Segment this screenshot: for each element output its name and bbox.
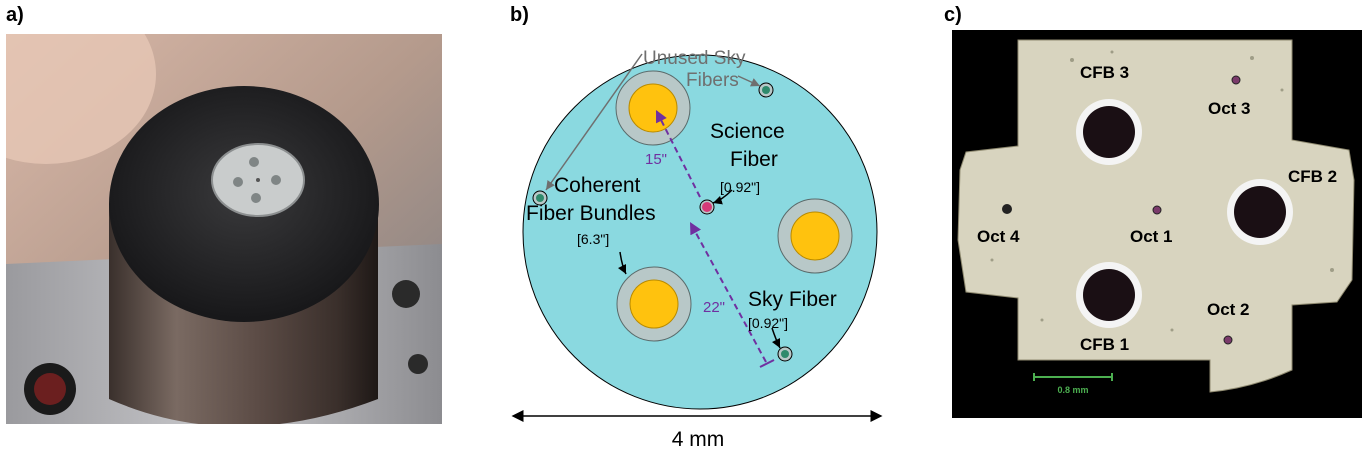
coherent-bundles-label-1: Coherent: [554, 174, 641, 197]
oct1-label: Oct 1: [1130, 227, 1173, 246]
scalebar-label: 0.8 mm: [1057, 385, 1088, 395]
microscope-image: CFB 3 CFB 2 CFB 1 Oct 1 Oct 2 Oct 3 Oct …: [952, 30, 1362, 418]
distance-label-22: 22": [703, 299, 725, 316]
oct-hole: [1231, 75, 1241, 85]
coherent-bundles-label-2: Fiber Bundles: [526, 202, 656, 225]
distance-tick: [759, 359, 775, 368]
unused-sky-label-2: Fibers: [686, 70, 739, 91]
plate-surface: [957, 39, 1355, 393]
unused-sky-fiber: [758, 82, 774, 98]
fiber-layout-diagram: Unused Sky Fibers Science Fiber [0.92"] …: [511, 48, 883, 450]
cfb3-label: CFB 3: [1080, 63, 1129, 82]
cfb1-label: CFB 1: [1080, 335, 1129, 354]
science-fiber: [699, 199, 715, 215]
panel-c-label: c): [944, 4, 962, 26]
oct3-label: Oct 3: [1208, 99, 1251, 118]
science-fiber-label-1: Science: [710, 120, 785, 143]
unused-sky-fiber: [532, 190, 548, 206]
cfb-hole: [1076, 262, 1142, 328]
unused-sky-label-1: Unused Sky: [643, 48, 746, 69]
unused-pointer: [737, 75, 761, 87]
panel-a-label: a): [6, 4, 24, 26]
science-fiber-label-2: Fiber: [730, 148, 778, 171]
sky-fiber-label: Sky Fiber: [748, 288, 837, 311]
cfb2-label: CFB 2: [1288, 167, 1337, 186]
distance-label-15: 15": [645, 151, 667, 168]
cfb-hole: [1076, 99, 1142, 165]
unused-pointer: [545, 53, 643, 191]
scale-label: 4 mm: [672, 428, 725, 450]
fiber-head-photo: [6, 34, 442, 424]
oct-hole: [1002, 204, 1012, 214]
distance-arrow-22: [689, 221, 767, 363]
panel-b-label: b): [510, 4, 529, 26]
sky-fiber: [777, 346, 793, 362]
fiber-bundle: [616, 266, 692, 342]
oct-hole: [1152, 205, 1162, 215]
bundle-size-label: [6.3"]: [577, 231, 609, 247]
bundle-pointer: [617, 251, 627, 275]
sky-pointer: [771, 327, 781, 349]
fiber-bundle: [777, 198, 853, 274]
science-pointer: [712, 189, 733, 205]
oct4-label: Oct 4: [977, 227, 1020, 246]
oct2-label: Oct 2: [1207, 300, 1250, 319]
sky-size-label: [0.92"]: [748, 315, 788, 331]
science-size-label: [0.92"]: [720, 179, 760, 195]
cfb-hole: [1227, 179, 1293, 245]
oct-hole: [1223, 335, 1233, 345]
distance-arrow-15: [655, 109, 701, 198]
fiber-bundle: [615, 70, 691, 146]
